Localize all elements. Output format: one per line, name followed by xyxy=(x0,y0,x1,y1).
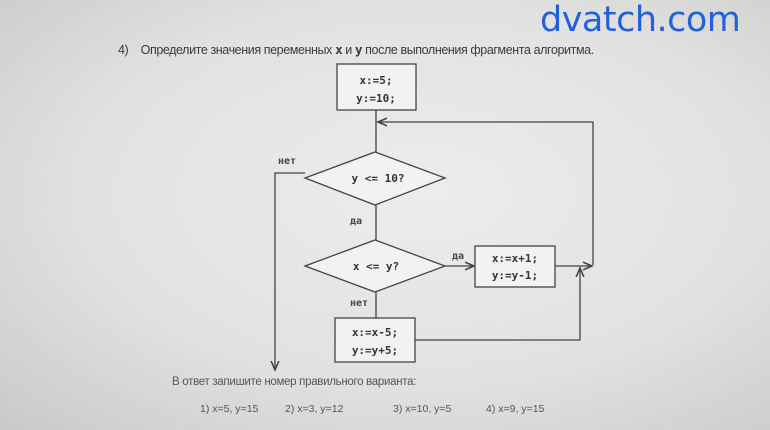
question-part: и xyxy=(345,43,352,57)
yes-line2: y:=y-1; xyxy=(492,269,538,282)
var-y: y xyxy=(354,42,363,57)
no-box xyxy=(334,317,416,363)
connector xyxy=(415,268,580,341)
label-no: нет xyxy=(350,298,368,309)
condition1-text: y <= 10? xyxy=(352,172,405,185)
question-part: после выполнения фрагмента алгоритма. xyxy=(365,43,594,57)
exit-line xyxy=(275,172,305,370)
var-x: x xyxy=(335,42,343,57)
label-yes: да xyxy=(452,251,464,262)
option-1: 1) x=5, y=15 xyxy=(200,403,259,415)
option-4: 4) x=9, y=15 xyxy=(486,403,545,415)
no-line2: y:=y+5; xyxy=(352,344,398,357)
question-part: Определите значения переменных xyxy=(140,43,333,57)
label-no: нет xyxy=(278,156,296,167)
question-number: 4) xyxy=(118,43,129,57)
init-line2: y:=10; xyxy=(356,92,396,105)
no-line1: x:=x-5; xyxy=(352,326,398,339)
answer-prompt: В ответ запишите номер правильного вариа… xyxy=(172,376,417,388)
option-3: 3) x=10, y=5 xyxy=(393,403,452,415)
condition1-diamond xyxy=(303,151,447,206)
watermark: dvatch.com xyxy=(540,0,741,40)
label-yes: да xyxy=(350,216,362,227)
question-text: 4) Определите значения переменных x и y … xyxy=(118,42,594,57)
yes-line1: x:=x+1; xyxy=(492,252,538,265)
init-line1: x:=5; xyxy=(359,74,392,87)
option-2: 2) x=3, y=12 xyxy=(285,403,344,415)
init-box xyxy=(336,63,417,111)
condition2-text: x <= y? xyxy=(353,260,399,273)
loop-back-line xyxy=(378,122,594,265)
